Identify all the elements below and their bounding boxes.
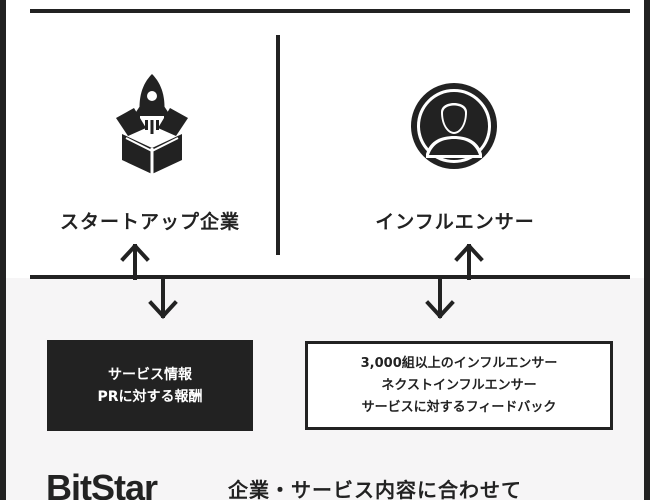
center-divider-line <box>276 35 280 255</box>
tagline-text: 企業・サービス内容に合わせて <box>228 478 522 500</box>
top-divider-line <box>30 9 630 13</box>
company-provides-box: サービス情報 PRに対する報酬 <box>47 340 253 431</box>
box-line: サービス情報 <box>108 366 192 383</box>
box-line: PRに対する報酬 <box>97 388 203 405</box>
startup-company-label: スタートアップ企業 <box>59 211 240 233</box>
box-line: ネクストインフルエンサー <box>381 377 537 393</box>
influencer-label: インフルエンサー <box>375 211 535 233</box>
middle-divider-line <box>30 275 630 279</box>
user-silhouette-icon <box>411 83 497 169</box>
arrow-down-icon <box>425 279 455 319</box>
frame-right-border <box>644 0 650 500</box>
frame-left-border <box>0 0 6 500</box>
box-line: サービスに対するフィードバック <box>361 399 557 415</box>
arrow-up-icon <box>454 244 484 280</box>
arrow-down-icon <box>148 279 178 319</box>
bitstar-logo: BitStar <box>46 467 158 500</box>
box-line: 3,000組以上のインフルエンサー <box>360 355 558 371</box>
influencer-provides-box: 3,000組以上のインフルエンサー ネクストインフルエンサー サービスに対するフ… <box>305 341 613 430</box>
arrow-up-icon <box>120 244 150 280</box>
rocket-box-icon <box>116 74 188 174</box>
